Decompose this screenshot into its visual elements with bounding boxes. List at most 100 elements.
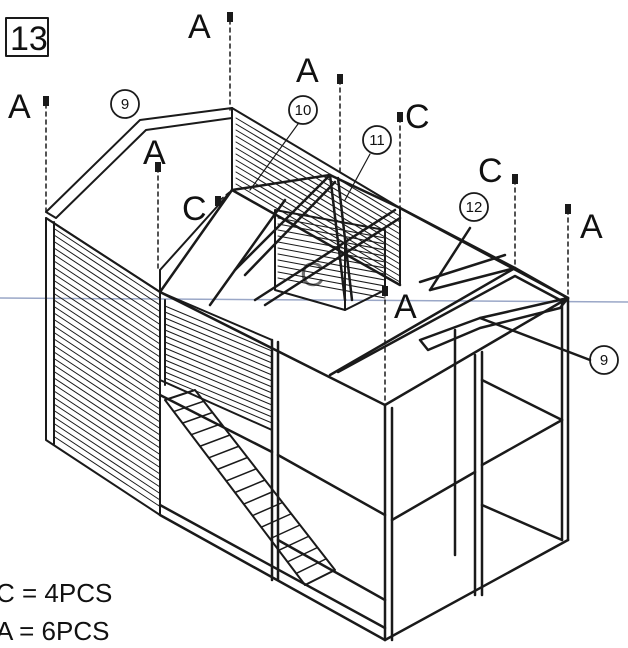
slat-line (53, 267, 161, 338)
slat-line (53, 234, 161, 306)
slat-line (277, 277, 386, 299)
callout-a-top: A (188, 8, 211, 46)
slat-line (164, 329, 273, 376)
screw-guides (45, 19, 569, 406)
slat-line (53, 254, 161, 325)
screw-icon (565, 204, 571, 214)
ladder-rung (208, 445, 240, 459)
slat-line (53, 371, 161, 442)
callout-c-left: C (182, 190, 207, 228)
slat-line (164, 341, 273, 388)
slat-line (164, 347, 273, 394)
slat-line (53, 384, 161, 455)
svg-text:10: 10 (295, 102, 312, 119)
callout-a-front: A (394, 288, 417, 326)
slat-line (164, 335, 273, 382)
svg-text:11: 11 (369, 132, 385, 149)
ladder-rung (251, 501, 284, 517)
ramp-ladder (164, 389, 336, 586)
roof-rafters (158, 173, 592, 377)
callout-c-inner: C (300, 256, 325, 294)
slat-line (164, 371, 273, 418)
slat-line (53, 338, 161, 410)
slat-line (53, 351, 161, 423)
slat-line (53, 416, 161, 488)
nesting-box-slats (277, 217, 386, 299)
step-box (5, 17, 49, 57)
slat-line (277, 259, 386, 281)
slat-line (53, 247, 161, 319)
callout-a-gable: A (143, 134, 166, 172)
screw-icon (43, 96, 49, 106)
inner-wall-slats (164, 305, 273, 424)
slat-line (277, 247, 386, 269)
svg-text:12: 12 (466, 199, 483, 216)
ramp-rungs (173, 400, 327, 575)
slat-line (277, 229, 386, 251)
svg-text:9: 9 (600, 352, 608, 369)
slat-line (53, 332, 161, 403)
slat-line (53, 319, 161, 390)
slat-line (277, 271, 386, 293)
legend-a-count: A = 6PCS (0, 616, 109, 646)
slat-line (53, 345, 161, 416)
slat-line (53, 260, 161, 332)
callout-a-left: A (8, 88, 31, 126)
ladder-rung (295, 558, 327, 575)
slat-line (53, 306, 161, 377)
ladder-rung (269, 524, 301, 540)
slat-line (164, 305, 273, 352)
slat-line (164, 311, 273, 358)
step-number: 13 (10, 20, 48, 58)
slat-line (53, 390, 161, 462)
slat-line (53, 436, 161, 507)
slat-line (164, 359, 273, 406)
ladder-rung (190, 423, 222, 436)
ladder-rung (216, 456, 249, 471)
slat-line (164, 317, 273, 364)
ladder-rung (243, 490, 275, 505)
slat-line (235, 117, 401, 217)
slat-line (53, 410, 161, 481)
slat-line (53, 228, 161, 299)
slat-line (53, 423, 161, 494)
slat-line (235, 135, 401, 235)
callout-a-right: A (580, 208, 603, 246)
svg-text:9: 9 (121, 96, 129, 113)
ladder-rung (173, 400, 205, 413)
screw-icon (512, 174, 518, 184)
screw-icon (215, 196, 221, 206)
left-wall (45, 217, 161, 516)
ladder-rung (199, 434, 231, 447)
ladder-rung (225, 468, 257, 482)
slat-line (53, 358, 161, 429)
screw-icon (227, 12, 233, 22)
part-11-callout: 11 (344, 125, 392, 201)
screw-icon (397, 112, 403, 122)
slat-line (53, 280, 161, 351)
slat-line (235, 147, 401, 247)
slat-line (164, 377, 273, 424)
slat-line (164, 323, 273, 370)
part-12-callout: 12 (459, 192, 489, 222)
ladder-rung (234, 479, 266, 494)
slat-line (53, 429, 161, 501)
screw-icon (337, 74, 343, 84)
callout-c-right: C (478, 152, 503, 190)
ladder-rung (278, 535, 310, 552)
slat-line (53, 286, 161, 358)
part-9-left-callout: 9 (110, 89, 140, 119)
slat-line (164, 365, 273, 412)
ladder-rung (286, 546, 319, 563)
part-10-callout: 10 (249, 95, 318, 191)
slat-line (53, 397, 161, 468)
left-wall-slats (53, 228, 161, 507)
slat-line (164, 353, 273, 400)
slat-line (235, 129, 401, 229)
slat-line (277, 253, 386, 275)
slat-line (53, 312, 161, 384)
ladder-rung (181, 411, 214, 424)
inner-wall (159, 291, 273, 431)
